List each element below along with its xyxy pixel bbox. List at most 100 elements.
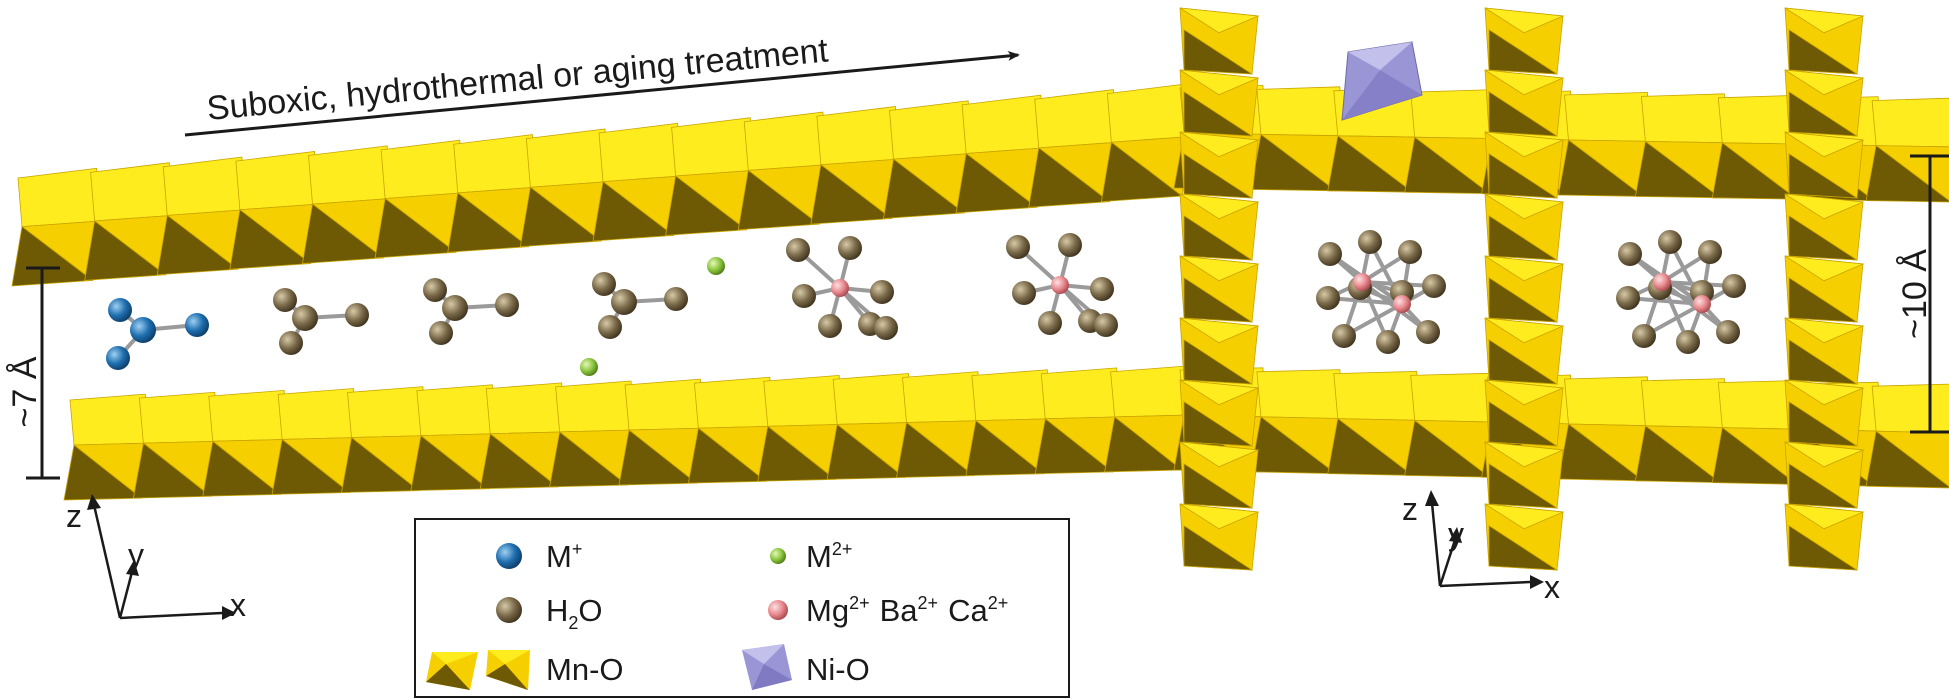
octahedron-top: [1110, 365, 1191, 418]
legend-m-2plus: M2+: [806, 539, 852, 574]
pillar-shadow: [1488, 462, 1559, 509]
pillar-shadow: [1788, 276, 1859, 323]
pillar-top: [1484, 255, 1565, 282]
octahedron-top: [598, 122, 683, 183]
octahedron-shadow: [1327, 135, 1414, 193]
pillar-shadow: [1788, 524, 1859, 571]
octahedron-shadow: [1100, 141, 1184, 203]
water-molecule: [1632, 324, 1656, 348]
water-molecule: [1012, 281, 1036, 305]
pillar-shadow: [1488, 214, 1559, 261]
octahedron-top: [90, 162, 174, 222]
octahedron-shadow: [883, 158, 966, 219]
octahedron-top: [671, 117, 755, 177]
legend-mn-o: Mn-O: [546, 652, 624, 687]
octahedron-top: [308, 145, 392, 205]
pillar-top: [1784, 379, 1865, 406]
m-plus-atom: [106, 346, 130, 370]
pillar-top: [1484, 69, 1565, 96]
octahedron-top: [453, 134, 537, 194]
axis-x-label-left: x: [230, 587, 246, 623]
legend-cations: Mg2+Ba2+Ca2+: [806, 593, 1008, 628]
pillar-top: [1784, 317, 1865, 344]
octahedron-shadow: [1865, 430, 1949, 489]
octahedron-shadow: [826, 423, 906, 480]
octahedron-top: [763, 374, 844, 427]
octahedron-shadow: [447, 192, 530, 253]
octahedron-top: [1564, 91, 1652, 142]
pillar-shadow: [1788, 90, 1859, 137]
octahedron-top: [1871, 383, 1949, 434]
legend-ni-o: Ni-O: [806, 652, 870, 687]
octahedron-top: [1410, 372, 1499, 423]
octahedron-shadow: [965, 419, 1045, 477]
pillar-top: [1179, 317, 1260, 344]
octahedron-shadow: [618, 429, 698, 486]
pillar-shadow: [1488, 276, 1559, 323]
tunnel-cation: [1353, 273, 1371, 291]
pillar-top: [1484, 7, 1565, 34]
water-molecule: [273, 288, 297, 312]
pillar-shadow: [1488, 152, 1559, 199]
water-molecule: [1398, 240, 1422, 264]
pillar-shadow: [1183, 28, 1254, 75]
pillar-top: [1484, 503, 1565, 530]
water-molecule: [1618, 242, 1642, 266]
water-molecule: [1698, 240, 1722, 264]
legend-water-swatch: [496, 597, 522, 623]
octahedron-top: [235, 151, 319, 211]
octahedron-shadow: [955, 152, 1038, 214]
ni-o-polyhedron: [1341, 41, 1423, 121]
octahedron-top: [1640, 378, 1729, 429]
water-molecule: [611, 289, 637, 315]
water-molecule: [1422, 274, 1446, 298]
octahedron-top: [1040, 367, 1122, 420]
axis-x-label-right: x: [1544, 569, 1560, 605]
octahedron-shadow: [63, 444, 143, 501]
m-plus-atom: [130, 317, 156, 343]
legend-m-plus: M+: [546, 539, 582, 574]
octahedron-top: [555, 380, 636, 433]
legend-water: H2O: [546, 593, 603, 633]
spacing-7-label: ~7 Å: [6, 356, 44, 427]
water-molecule: [838, 236, 862, 260]
legend-m-2plus-swatch: [770, 548, 786, 564]
octahedron-shadow: [1558, 139, 1645, 197]
octahedron-top: [1256, 86, 1345, 137]
tunnel-cation: [1393, 295, 1411, 313]
upper-mno-layer: [11, 83, 1191, 287]
water-molecule: [1716, 320, 1740, 344]
pillar-top: [1484, 193, 1565, 220]
octahedron-shadow: [156, 214, 239, 276]
octahedron-shadow: [1634, 140, 1722, 199]
interlayer-species: [106, 230, 1746, 376]
octahedron-shadow: [757, 425, 837, 482]
octahedron-shadow: [479, 433, 559, 490]
octahedron-shadow: [1034, 418, 1114, 475]
pillar-shadow: [1183, 214, 1254, 261]
pillar-top: [1179, 131, 1260, 158]
spacing-10-label: ~10 Å: [1896, 249, 1934, 339]
octahedron-top: [971, 369, 1052, 422]
lower-mno-layer: [63, 365, 1191, 501]
octahedron-top: [832, 373, 913, 425]
octahedron-shadow: [1711, 426, 1799, 485]
pillar-top: [1784, 7, 1865, 34]
water-molecule: [786, 238, 810, 262]
pillar-shadow: [1788, 152, 1859, 199]
axes-right: x y z: [1402, 490, 1560, 605]
octahedron-top: [693, 376, 775, 429]
legend-ni-o-swatch: [742, 644, 792, 690]
octahedron-top: [1034, 89, 1118, 149]
water-molecule: [1318, 242, 1342, 266]
water-molecule: [1006, 235, 1030, 259]
water-molecule: [1722, 274, 1746, 298]
water-molecule: [874, 316, 898, 340]
octahedron-top: [525, 128, 610, 188]
octahedron-top: [138, 391, 220, 444]
pillar-shadow: [1183, 524, 1254, 571]
pillar-top: [1179, 379, 1260, 406]
legend-m-plus-swatch: [496, 543, 522, 569]
octahedron-top: [277, 388, 358, 440]
